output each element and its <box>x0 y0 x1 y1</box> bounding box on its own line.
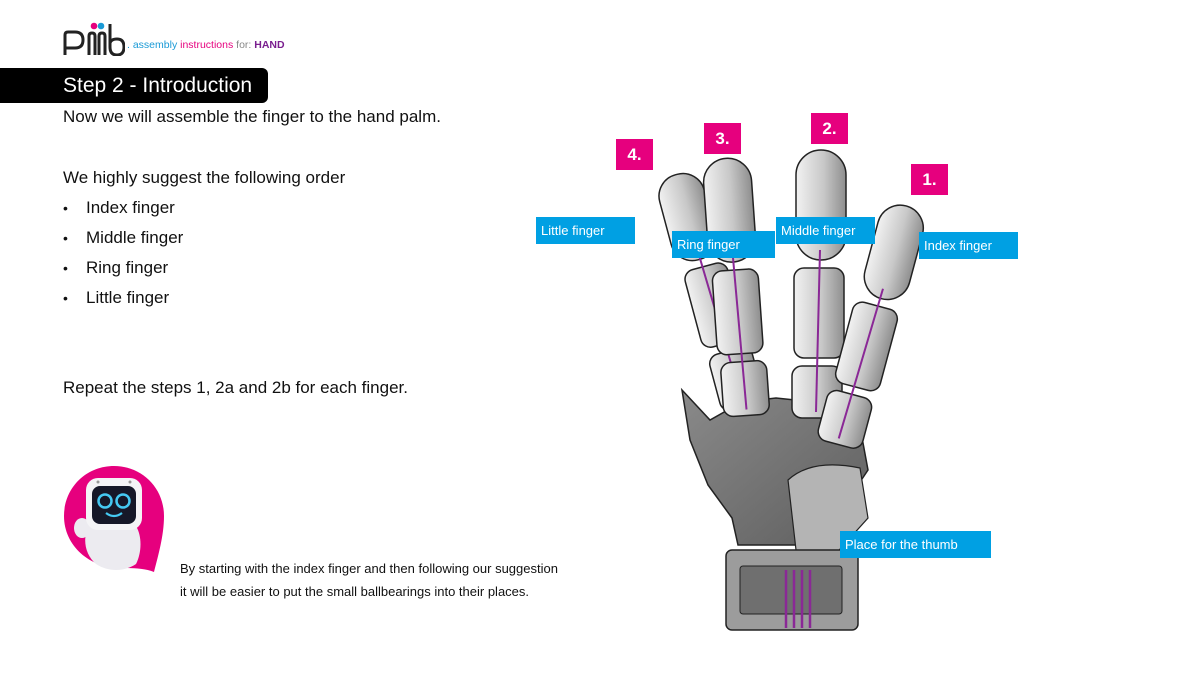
order-number-3: 3. <box>704 123 741 154</box>
tagline-assembly: assembly <box>132 39 178 51</box>
order-list: • Index finger • Middle finger • Ring finge… <box>63 198 183 318</box>
label-middle-finger: Middle finger <box>776 217 875 244</box>
bullet: • <box>63 200 68 216</box>
step-title: Step 2 - Introduction <box>63 74 253 97</box>
order-number-2: 2. <box>811 113 848 144</box>
hint-line-2: it will be easier to put the small ballb… <box>180 584 530 599</box>
robot-hand-assembly-icon <box>658 149 925 631</box>
header: . assembly instructions for: HAND <box>63 22 285 56</box>
hint-note: By starting with the index finger and th… <box>180 557 558 603</box>
list-item-label: Index finger <box>86 198 175 217</box>
tagline: . assembly instructions for: HAND <box>127 39 285 51</box>
list-item-label: Little finger <box>86 288 170 307</box>
list-item: • Ring finger <box>63 258 183 288</box>
order-heading: We highly suggest the following order <box>63 168 346 187</box>
tagline-dot: . <box>127 39 130 51</box>
label-index-finger: Index finger <box>919 232 1018 259</box>
tagline-subject: HAND <box>254 39 285 51</box>
bullet: • <box>63 230 68 246</box>
intro-text: Now we will assemble the finger to the h… <box>63 107 441 126</box>
label-little-finger: Little finger <box>536 217 635 244</box>
list-item: • Middle finger <box>63 228 183 258</box>
repeat-text: Repeat the steps 1, 2a and 2b for each f… <box>63 378 408 397</box>
pib-logo-icon <box>63 22 125 56</box>
tagline-instructions: instructions <box>180 39 234 51</box>
list-item-label: Ring finger <box>86 258 169 277</box>
list-item: • Index finger <box>63 198 183 228</box>
label-thumb-place: Place for the thumb <box>840 531 991 558</box>
pib-robot-mascot-icon <box>64 466 164 572</box>
hint-line-1: By starting with the index finger and th… <box>180 561 558 576</box>
step-title-bar: Step 2 - Introduction <box>0 68 268 103</box>
bullet: • <box>63 260 68 276</box>
bullet: • <box>63 290 68 306</box>
order-number-4: 4. <box>616 139 653 170</box>
label-ring-finger: Ring finger <box>672 231 775 258</box>
tagline-for: for: <box>236 39 252 51</box>
list-item-label: Middle finger <box>86 228 184 247</box>
order-number-1: 1. <box>911 164 948 195</box>
list-item: • Little finger <box>63 288 183 318</box>
